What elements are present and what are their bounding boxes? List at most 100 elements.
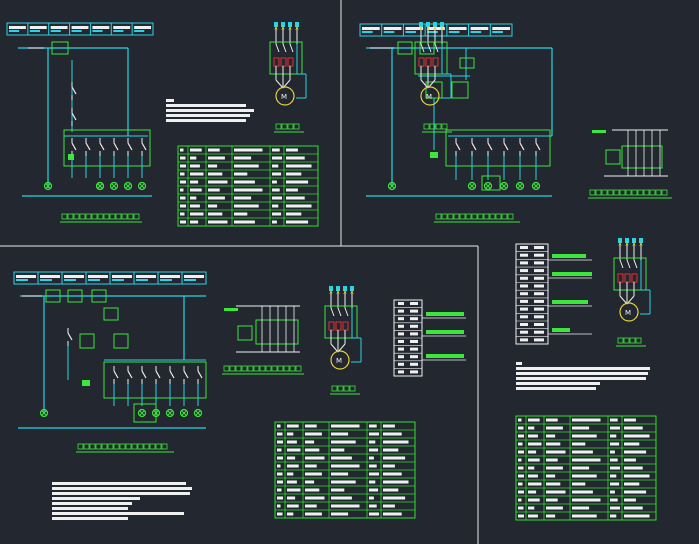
caption-glyph xyxy=(423,123,430,130)
aux-contact xyxy=(127,366,133,384)
relay-coil-icon xyxy=(68,154,74,160)
notes-text-line xyxy=(52,497,140,500)
terminal-number xyxy=(520,307,528,311)
parts-table-cell-text xyxy=(383,424,395,428)
arrow-icon xyxy=(329,289,333,295)
parts-table-cell-text xyxy=(528,498,540,502)
parts-table-cell-text xyxy=(572,466,590,470)
parts-table-cell-text xyxy=(624,458,636,462)
sheet-3-main-caption xyxy=(330,385,360,395)
terminal-number xyxy=(520,246,528,249)
sheet-1-main-caption xyxy=(274,123,304,133)
sheet-3-side-caption xyxy=(222,365,304,375)
parts-table-cell-text xyxy=(610,450,615,454)
notes-text-line xyxy=(166,104,246,107)
arrow-icon xyxy=(281,25,285,31)
caption-glyph xyxy=(253,365,260,372)
notes-text-line xyxy=(516,387,596,390)
terminal-number xyxy=(534,253,544,257)
parts-table-cell-text xyxy=(383,440,409,444)
fuse-icon xyxy=(418,57,425,67)
caption-glyph xyxy=(617,337,624,344)
caption-glyph xyxy=(89,443,96,450)
motor-icon xyxy=(330,350,350,370)
terminal-icon xyxy=(343,286,347,291)
caption-glyph xyxy=(429,123,436,130)
wire xyxy=(71,112,77,121)
terminal-box xyxy=(133,403,157,423)
parts-table-cell-text xyxy=(518,458,522,462)
aux-contact xyxy=(197,366,203,384)
parts-table-cell-text xyxy=(208,148,220,152)
fuse-icon xyxy=(287,57,294,67)
parts-table-cell-text xyxy=(305,432,322,436)
wire xyxy=(97,183,103,189)
caption-glyph xyxy=(101,443,108,450)
indicator-lamp-icon xyxy=(123,181,133,191)
aux-contact xyxy=(141,366,147,384)
parts-table-cell-text xyxy=(190,204,200,208)
arrow-icon xyxy=(336,289,340,295)
title-block-text-bar xyxy=(112,275,132,278)
parts-table-cell-text xyxy=(624,426,643,430)
caption-glyph xyxy=(241,365,248,372)
terminal-number xyxy=(520,315,528,319)
aux-contact xyxy=(127,138,133,156)
parts-table-cell-text xyxy=(546,474,556,478)
parts-table-cell-text xyxy=(286,212,302,216)
parts-table-cell-text xyxy=(277,480,283,484)
title-block-text-bar xyxy=(448,31,460,33)
caption-glyph xyxy=(133,213,140,220)
parts-table-cell-text xyxy=(383,480,409,484)
parts-table-cell-text xyxy=(572,450,593,454)
parts-table-cell-text xyxy=(208,196,225,200)
arrow-icon xyxy=(440,25,444,31)
relay-box xyxy=(451,81,469,99)
parts-table-cell-text xyxy=(180,220,186,224)
parts-table-cell-text xyxy=(546,426,563,430)
parts-table-cell-text xyxy=(546,482,561,486)
parts-table-cell-text xyxy=(528,434,538,438)
terminal-icon xyxy=(419,22,423,27)
caption-glyph xyxy=(489,213,496,220)
parts-table-cell-text xyxy=(305,424,317,428)
parts-table-cell-text xyxy=(208,164,218,168)
node xyxy=(109,181,119,191)
notes-text-line xyxy=(52,487,192,490)
parts-table-cell-text xyxy=(180,196,186,200)
terminal-label-bar xyxy=(426,312,464,316)
notes-text-line xyxy=(516,362,522,365)
timer-box xyxy=(459,57,475,69)
wire xyxy=(113,142,119,151)
caption-glyph xyxy=(661,189,668,196)
indicator-lamp-icon xyxy=(165,408,175,418)
parts-table-cell-text xyxy=(383,504,395,508)
fuse-icon xyxy=(624,273,631,283)
sheet-2-circuit-caption xyxy=(434,213,520,223)
parts-table-cell-text xyxy=(624,482,640,486)
title-block-text-bar xyxy=(448,27,467,30)
parts-table-cell-text xyxy=(528,466,535,470)
terminal-number xyxy=(410,302,418,305)
parts-table-cell-text xyxy=(610,418,618,422)
title-block-text-bar xyxy=(9,26,26,29)
parts-table-cell-text xyxy=(331,472,349,476)
sheet-1-main-circuit: M xyxy=(269,22,307,106)
parts-table-cell-text xyxy=(272,204,279,208)
parts-table-cell-text xyxy=(234,212,248,216)
title-block-text-bar xyxy=(405,27,424,30)
wire xyxy=(113,370,119,379)
parts-table-cell-text xyxy=(331,440,356,444)
parts-table-cell-text xyxy=(272,164,279,168)
wire xyxy=(111,183,117,189)
terminal-icon xyxy=(625,238,629,243)
wire xyxy=(330,343,339,353)
terminal-icon xyxy=(336,286,340,291)
parts-table-cell-text xyxy=(208,204,218,208)
wire xyxy=(469,183,475,189)
breaker-contact xyxy=(626,259,631,269)
breaker-contact xyxy=(275,43,280,53)
parts-table-cell-text xyxy=(610,426,620,430)
parts-table-cell-text xyxy=(305,488,320,492)
fuse-icon xyxy=(617,273,624,283)
